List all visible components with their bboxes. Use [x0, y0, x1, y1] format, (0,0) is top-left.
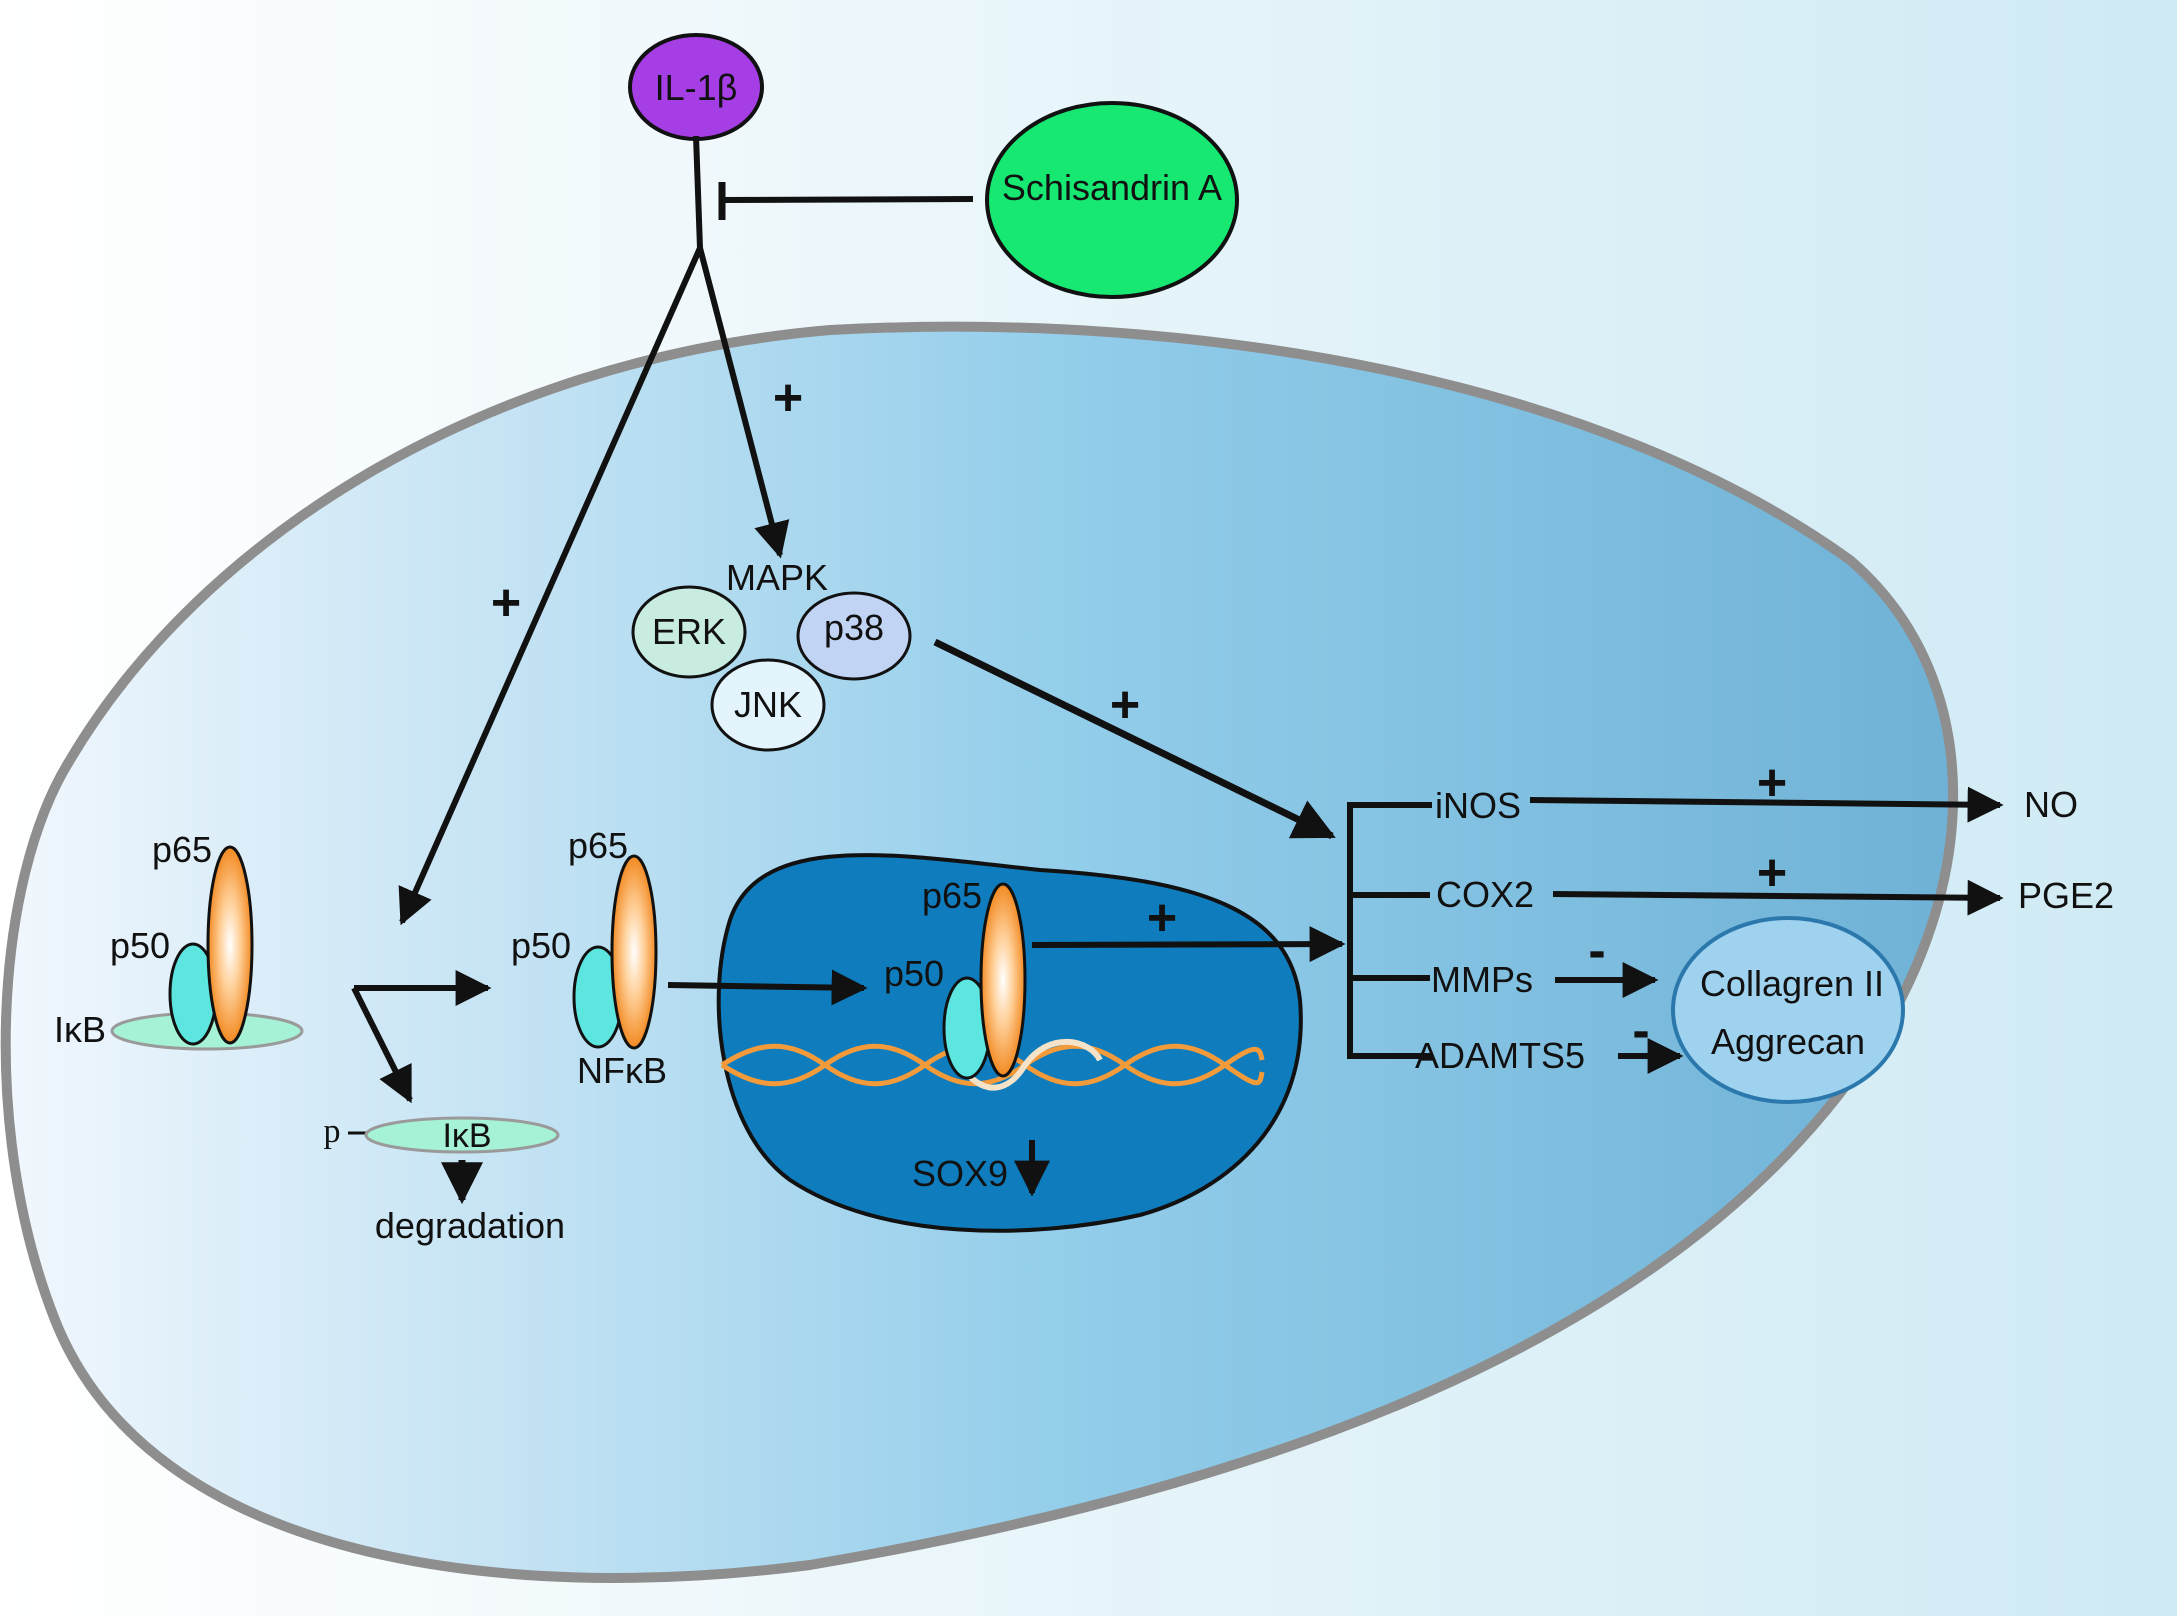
- arrow-to-phospho: [351, 986, 413, 1104]
- plus-mapk: +: [773, 369, 803, 427]
- ikb-left-label: IκB: [54, 1009, 106, 1050]
- arrow-to-ikb: [398, 246, 703, 926]
- mmps-label: MMPs: [1431, 959, 1533, 1000]
- phospho-p-label: p: [324, 1113, 341, 1150]
- jnk-label: JNK: [734, 684, 802, 725]
- no-label: NO: [2024, 784, 2078, 825]
- p38-node: [796, 591, 912, 681]
- inos-label: iNOS: [1435, 785, 1521, 826]
- arrow-to-mapk: [697, 247, 790, 559]
- p65-mid-label: p65: [568, 825, 628, 866]
- il1b-label: IL-1β: [655, 67, 738, 108]
- aggrecan-label: Aggrecan: [1711, 1021, 1865, 1062]
- degradation-label: degradation: [375, 1205, 565, 1246]
- p50-left-label: p50: [110, 925, 170, 966]
- sox9-label: SOX9: [912, 1153, 1008, 1194]
- arrow-mapk-to-targets: [933, 638, 1336, 840]
- erk-node: [631, 585, 747, 679]
- arrow-into-nucleus: [667, 969, 868, 1006]
- pge2-label: PGE2: [2018, 875, 2114, 916]
- mapk-title: MAPK: [726, 557, 828, 598]
- il1b-stem: [693, 135, 703, 249]
- schisandrin-label: Schisandrin A: [1002, 167, 1222, 208]
- cox2-label: COX2: [1436, 874, 1534, 915]
- collagen-label: Collagren II: [1700, 963, 1884, 1004]
- plus-cox2: +: [1757, 844, 1787, 902]
- erk-label: ERK: [652, 611, 726, 652]
- p65-nucleus-node: [979, 882, 1027, 1078]
- jnk-node: [710, 658, 826, 752]
- p65-nucleus-label: p65: [922, 875, 982, 916]
- arrow-inos-no: [1529, 786, 2004, 823]
- target-bracket: [1347, 802, 1432, 1059]
- plus-nucleus: +: [1147, 889, 1177, 947]
- ecm-node: [1671, 916, 1905, 1104]
- p50-mid-label: p50: [511, 925, 571, 966]
- plus-nfkb: +: [491, 574, 521, 632]
- dna-unwound: [957, 1038, 1103, 1091]
- nfkb-label: NFκB: [577, 1050, 667, 1091]
- minus-adamts5: -: [1632, 1002, 1649, 1060]
- inhibition-line: [721, 196, 974, 203]
- minus-mmps: -: [1588, 922, 1605, 980]
- schisandrin-node: [985, 101, 1239, 299]
- p50-nucleus-label: p50: [884, 953, 944, 994]
- arrow-cox2-pge2: [1552, 879, 2004, 916]
- ikb-phospho-label: IκB: [442, 1117, 491, 1155]
- p38-label: p38: [824, 607, 884, 648]
- plus-mapk-targets: +: [1110, 676, 1140, 734]
- p65-mid-node: [610, 854, 658, 1050]
- p65-left-node: [206, 845, 254, 1045]
- p65-left-label: p65: [152, 829, 212, 870]
- ikb-phospho-node: [364, 1116, 560, 1154]
- plus-inos: +: [1757, 754, 1787, 812]
- adamts5-label: ADAMTS5: [1415, 1035, 1585, 1076]
- arrow-nucleus-to-targets: [1031, 926, 1346, 963]
